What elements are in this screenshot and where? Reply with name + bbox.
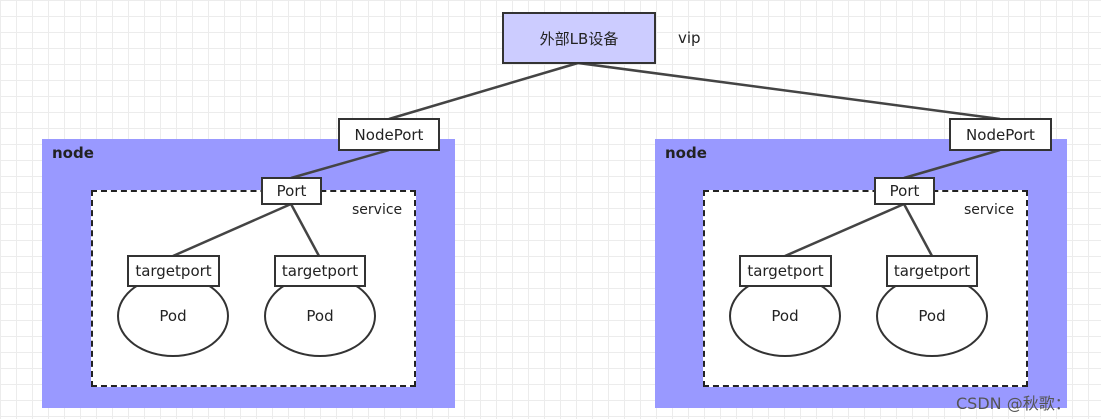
line-lb-nodeport-2 xyxy=(577,61,1001,121)
node-2-pod-1: Pod xyxy=(729,275,841,357)
lb-device: 外部LB设备 xyxy=(502,12,656,64)
node-2-label: node xyxy=(665,144,707,162)
node-2-pod-2: Pod xyxy=(876,275,988,357)
node-2-targetport-2: targetport xyxy=(886,255,978,287)
line-port-target-2b xyxy=(902,203,934,257)
node-2-targetport-1: targetport xyxy=(739,255,832,287)
node-1-pod-2: Pod xyxy=(264,275,376,357)
line-lb-nodeport-1 xyxy=(388,61,579,121)
node-1-pod-1: Pod xyxy=(117,275,229,357)
line-port-target-1a xyxy=(172,202,292,258)
node-2-nodeport: NodePort xyxy=(949,118,1052,151)
watermark: CSDN @秋歌： xyxy=(956,394,1071,413)
node-1-targetport-1: targetport xyxy=(127,255,220,287)
node-2-service-label: service xyxy=(964,202,1015,218)
line-port-target-1b xyxy=(289,203,321,257)
node-1-service-label: service xyxy=(352,202,403,218)
node-1-targetport-2: targetport xyxy=(274,255,366,287)
line-port-target-2a xyxy=(784,202,905,258)
line-nodeport-port-2 xyxy=(903,148,1001,180)
node-1-nodeport: NodePort xyxy=(338,118,440,151)
node-1-label: node xyxy=(52,144,94,162)
node-1-port: Port xyxy=(261,177,322,205)
vip-label: vip xyxy=(678,29,701,47)
node-2-port: Port xyxy=(874,177,935,205)
line-nodeport-port-1 xyxy=(290,148,390,180)
